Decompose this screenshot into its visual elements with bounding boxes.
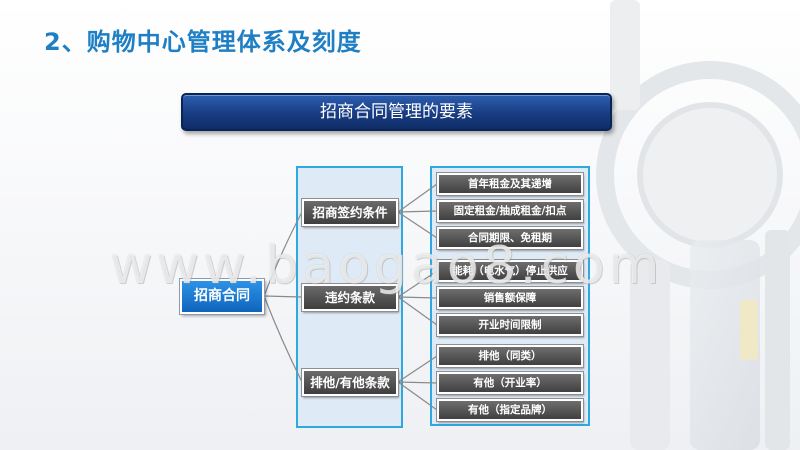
item-node: 开业时间限制 bbox=[436, 313, 584, 337]
item-node: 能耗（电水气）停止供应 bbox=[436, 259, 584, 283]
item-node: 有他（开业率） bbox=[436, 371, 584, 395]
item-node: 合同期限、免租期 bbox=[436, 226, 584, 250]
item-node: 固定租金/抽成租金/扣点 bbox=[436, 199, 584, 223]
category-node-breach: 违约条款 bbox=[301, 283, 399, 312]
diagram-banner: 招商合同管理的要素 bbox=[181, 93, 612, 131]
item-node: 有他（指定品牌） bbox=[436, 398, 584, 422]
category-node-signing: 招商签约条件 bbox=[301, 198, 399, 227]
item-node: 排他（同类） bbox=[436, 344, 584, 368]
background-decoration bbox=[596, 0, 800, 450]
root-node: 招商合同 bbox=[179, 278, 265, 315]
slide-title: 2、购物中心管理体系及刻度 bbox=[44, 28, 362, 56]
category-node-exclusivity: 排他/有他条款 bbox=[301, 368, 399, 397]
item-node: 首年租金及其递增 bbox=[436, 172, 584, 196]
item-node: 销售额保障 bbox=[436, 286, 584, 310]
